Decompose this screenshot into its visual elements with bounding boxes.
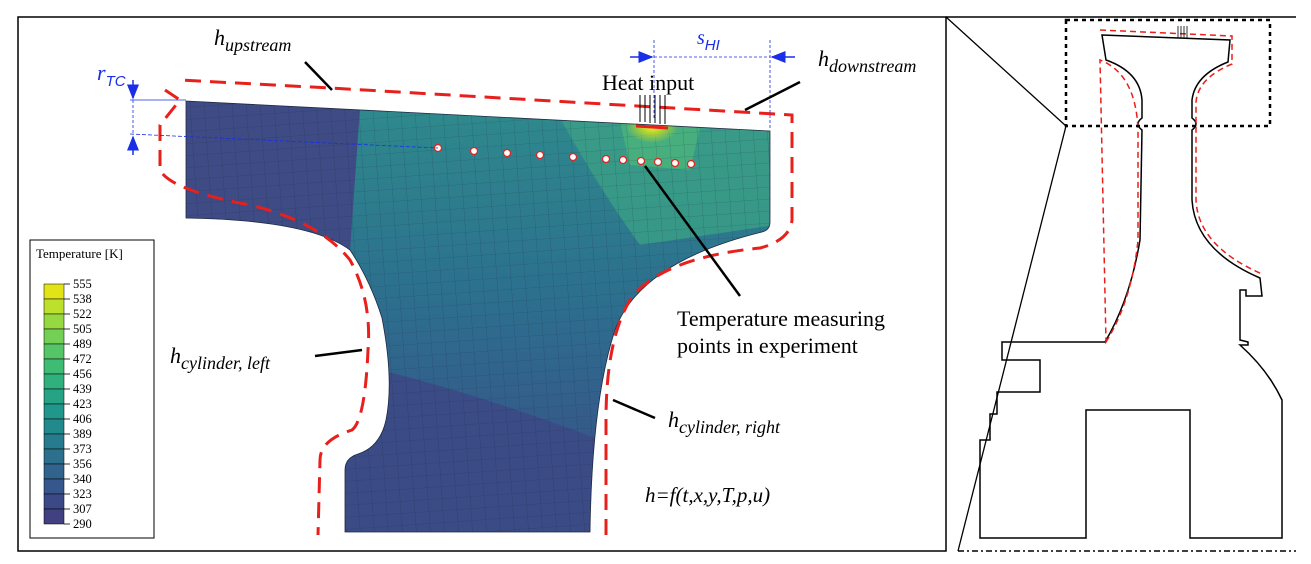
heat-input-arrows (639, 95, 666, 124)
colorbar-tick-label: 389 (73, 427, 92, 441)
leader-downstream (744, 80, 801, 112)
colorbar-cell (43, 478, 65, 495)
s-hi-dimension (630, 40, 795, 128)
colorbar-cell (43, 328, 65, 345)
geometry-boundary-dashed (1099, 29, 1263, 345)
colorbar-tick-label: 472 (73, 352, 92, 366)
colorbar-tick-label: 423 (73, 397, 92, 411)
colorbar-cell (43, 343, 65, 360)
leader-cyl-left (314, 348, 363, 358)
measuring-points (433, 143, 696, 169)
colorbar-tick-label: 505 (73, 322, 92, 336)
label-s-hi: sHI (697, 27, 720, 54)
convection-boundary (158, 78, 794, 536)
colorbar-cell (43, 313, 65, 330)
colorbar-tick-label: 373 (73, 442, 92, 456)
zoom-box (1064, 18, 1272, 128)
colorbar-title: Temperature [K] (36, 246, 123, 261)
colorbar-tick-label: 290 (73, 517, 92, 531)
colorbar-cell (43, 403, 65, 420)
colorbar-cell (43, 463, 65, 480)
label-r-tc: rTC (97, 60, 126, 90)
colorbar-tick-label: 555 (73, 277, 92, 291)
colorbar-tick-label: 538 (73, 292, 92, 306)
colorbar-tick-label: 340 (73, 472, 92, 486)
colorbar-cell (43, 373, 65, 390)
colorbar-legend: Temperature [K] 555538522505489472456439… (29, 239, 155, 539)
colorbar-cell (43, 298, 65, 315)
mini-heat-arrows (1177, 26, 1188, 38)
leader-upstream (304, 61, 333, 91)
label-h-downstream: hdownstream (818, 46, 916, 76)
zoom-line-top (945, 16, 1067, 127)
leader-cyl-right (612, 398, 656, 420)
colorbar-cell (43, 448, 65, 465)
main-panel-frame (17, 16, 947, 552)
colorbar-tick-label: 323 (73, 487, 92, 501)
colorbar-cell (43, 388, 65, 405)
colorbar-cell (43, 358, 65, 375)
colorbar-cell (43, 283, 65, 300)
leader-temp-points (643, 165, 742, 297)
label-temp-points-1: Temperature measuring (677, 306, 885, 331)
colorbar-cell (43, 493, 65, 510)
colorbar-tick-label: 439 (73, 382, 92, 396)
r-tc-dimension (127, 80, 439, 155)
colorbar-tick-label: 522 (73, 307, 92, 321)
label-formula: h=f(t,x,y,T,p,u) (645, 483, 770, 507)
colorbar-cell (43, 508, 65, 525)
colorbar-tick-label: 356 (73, 457, 92, 471)
colorbar-tick-label: 406 (73, 412, 92, 426)
colorbar-tick-label: 489 (73, 337, 92, 351)
colorbar-cell (43, 418, 65, 435)
label-heat-input: Heat input (602, 70, 694, 95)
colorbar-cell (43, 433, 65, 450)
label-h-cyl-left: hcylinder, left (170, 343, 271, 373)
colorbar-tick-label: 456 (73, 367, 92, 381)
label-h-upstream: hupstream (214, 25, 291, 55)
label-temp-points-2: points in experiment (677, 333, 858, 358)
zoom-line-bottom (957, 125, 1067, 552)
colorbar-tick-label: 307 (73, 502, 92, 516)
label-h-cyl-right: hcylinder, right (668, 407, 781, 437)
